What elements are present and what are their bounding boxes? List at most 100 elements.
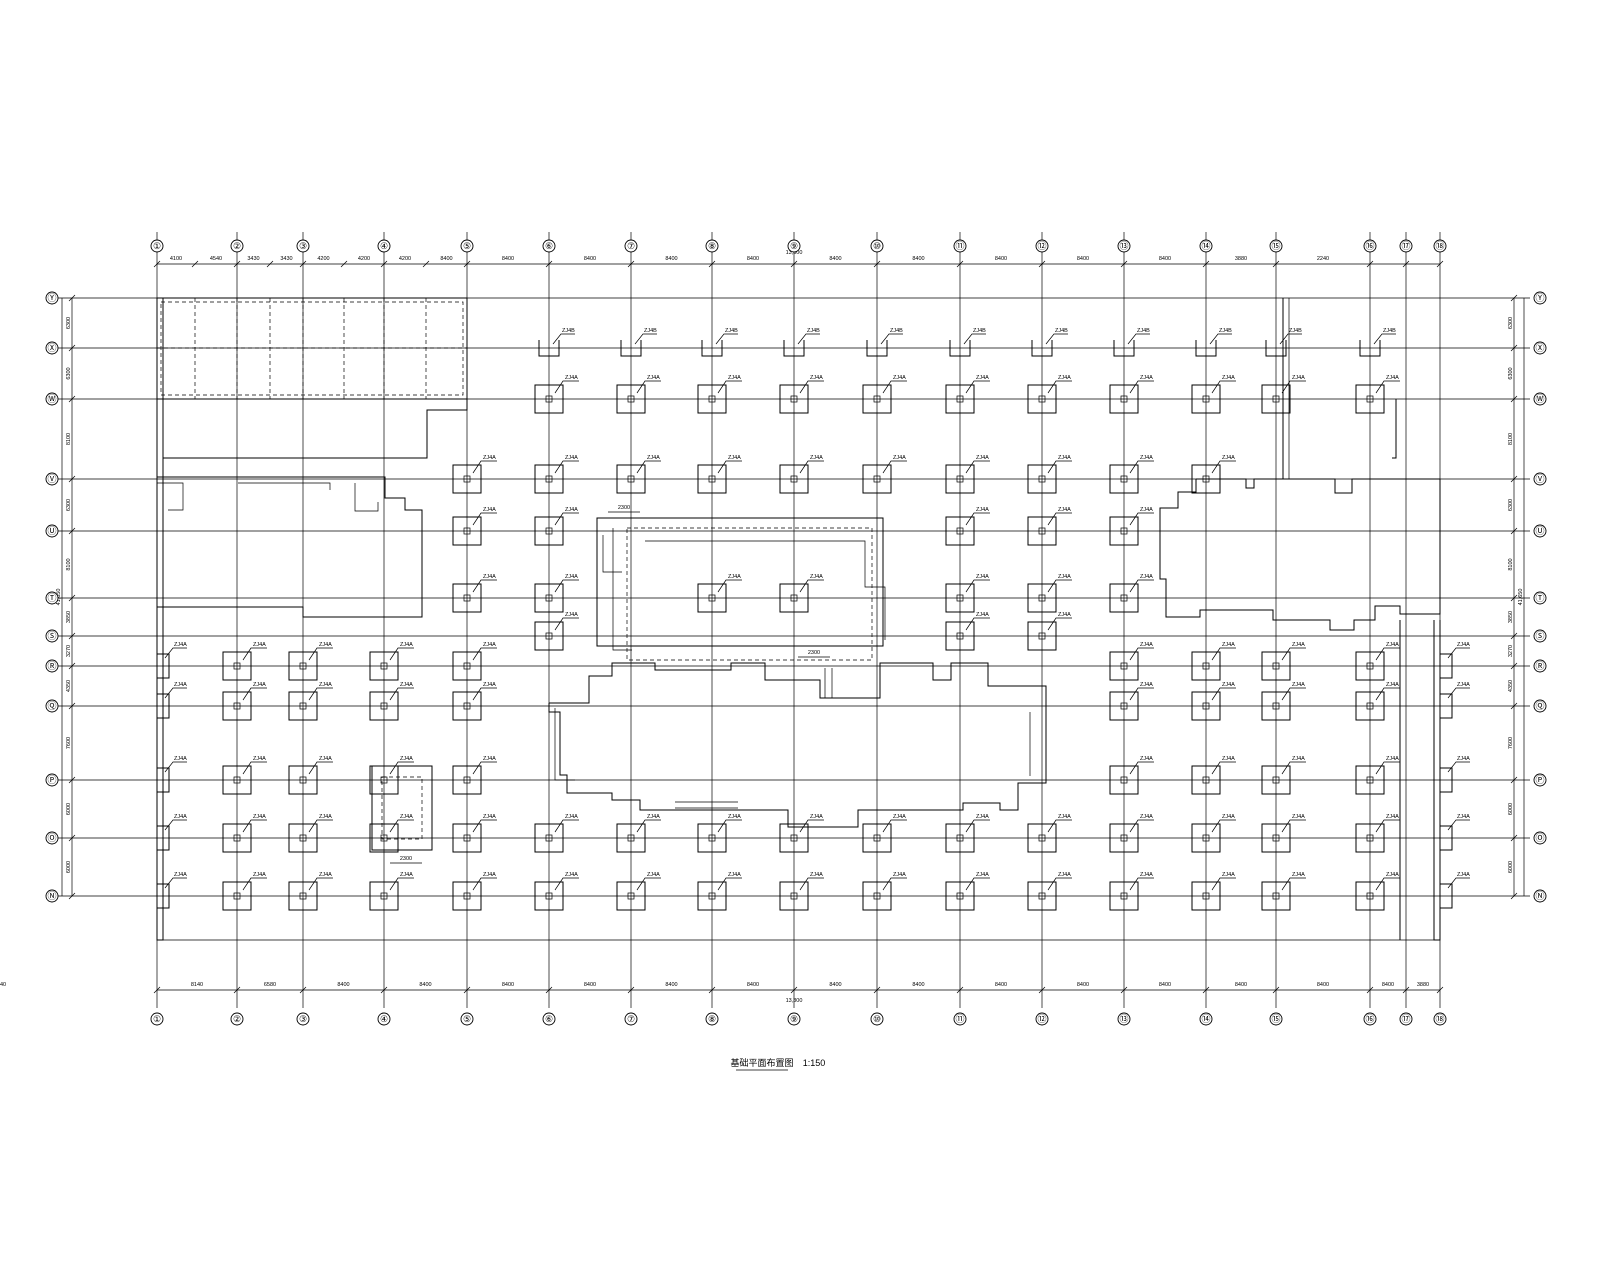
footing: ZJ4A (945, 872, 990, 911)
footing-tag: ZJ4A (1222, 814, 1235, 820)
footing-tag: ZJ4A (976, 574, 989, 580)
footing-tag: ZJ4A (1386, 872, 1399, 878)
dim-text-side: 6000 (66, 861, 72, 873)
footing-tag: ZJ4A (483, 574, 496, 580)
footing-column (708, 834, 716, 842)
footing: ZJ4A (1027, 574, 1072, 613)
axis-bubble-label: Ⓝ (47, 891, 56, 901)
axis-bubble-col: ⑥ (542, 1012, 556, 1026)
footing-tag: ZJ4A (174, 642, 187, 648)
footing-pad (369, 823, 399, 853)
hall-wall (548, 662, 1047, 828)
dim-text-side: 6300 (1508, 499, 1514, 511)
footing-tag: ZJ4A (1140, 507, 1153, 513)
footing: ZJ4A (534, 455, 579, 494)
footing-leader (1447, 761, 1470, 773)
footing: ZJ4A (945, 814, 990, 853)
footing-pad (452, 823, 482, 853)
wall-left-basement (157, 476, 423, 618)
footing-tag: ZJ4A (810, 375, 823, 381)
footing-pad (1191, 881, 1221, 911)
footing-leader (963, 333, 986, 345)
footing-pad (862, 384, 892, 414)
footing-pad (616, 464, 646, 494)
footing-pad (616, 823, 646, 853)
axis-bubble-row: Ⓨ (1533, 291, 1547, 305)
footing-tag: ZJ4B (807, 328, 820, 334)
axis-bubble-circle (787, 239, 801, 253)
dim-tick (1436, 986, 1444, 994)
dim-tick (627, 260, 635, 268)
footing-pad (697, 464, 727, 494)
axis-bubble-label: ⑩ (873, 1014, 881, 1024)
footing-leader (1129, 512, 1154, 526)
footing-column (233, 892, 241, 900)
footing-pad (945, 621, 975, 651)
footing: ZJ4A (222, 682, 267, 721)
footing-pad (1027, 583, 1057, 613)
footing-tag: ZJ4A (728, 574, 741, 580)
axis-bubble-row: Ⓢ (45, 629, 59, 643)
footing-column (1272, 702, 1280, 710)
dim-tick (1272, 260, 1280, 268)
footing-column (956, 892, 964, 900)
dim-tick (790, 986, 798, 994)
footing-tag: ZJ4A (647, 455, 660, 461)
footing-pad (1109, 651, 1139, 681)
footing-pad (1027, 516, 1057, 546)
footing-column (380, 662, 388, 670)
axis-bubble-circle (1117, 1012, 1131, 1026)
footing-column (627, 475, 635, 483)
footing-leader (1211, 460, 1236, 474)
footing-column (545, 892, 553, 900)
footing-tag: ZJ4A (976, 814, 989, 820)
axis-bubble-label: ④ (380, 241, 388, 251)
footing-pad (1355, 823, 1385, 853)
footing-leader (715, 333, 738, 345)
axis-bubble-col: ⑨ (787, 239, 801, 253)
axis-bubble-col: ⑭ (1199, 239, 1213, 253)
dim-text-top: 8400 (440, 256, 452, 262)
footing-pad (1109, 823, 1139, 853)
axis-bubble-label: ⑰ (1401, 1014, 1410, 1024)
axis-bubble-circle (45, 773, 59, 787)
axis-bubble-label: ① (153, 1014, 161, 1024)
footing-pad (1031, 340, 1053, 357)
footing-tag: ZJ4A (1457, 642, 1470, 648)
footing-leader (242, 687, 267, 701)
footing-tag: ZJ4A (728, 375, 741, 381)
footing-pad (697, 384, 727, 414)
footing-tag: ZJ4A (893, 814, 906, 820)
footing-leader (472, 460, 497, 474)
dim-tick (1366, 260, 1374, 268)
footing-edge: ZJ4A (156, 682, 187, 719)
footing-tag: ZJ4A (483, 814, 496, 820)
hall-inner (554, 708, 575, 781)
dim-text-bottom: 8400 (995, 982, 1007, 988)
footing-tag: ZJ4A (1140, 574, 1153, 580)
footing-leader (965, 460, 990, 474)
axis-bubble-col: ⑬ (1117, 239, 1131, 253)
footing-edge: ZJ4A (1439, 682, 1470, 719)
footing-leader (965, 380, 990, 394)
footing-leader (965, 819, 990, 833)
footing: ZJ4A (369, 814, 414, 853)
footing-top: ZJ4B (1195, 328, 1232, 357)
footing-tag: ZJ4B (1383, 328, 1396, 334)
dim-tick (191, 260, 199, 268)
axis-bubble-circle (1363, 1012, 1377, 1026)
footing-column (463, 892, 471, 900)
footing-tag: ZJ4A (1058, 814, 1071, 820)
footing-pad (534, 621, 564, 651)
footing-column (380, 892, 388, 900)
dim-tick (68, 594, 76, 602)
axis-bubble-row: Ⓠ (45, 699, 59, 713)
footing: ZJ4A (697, 814, 742, 853)
footing-edge: ZJ4A (156, 872, 187, 909)
axis-bubble-circle (1533, 392, 1547, 406)
footing-top: ZJ4B (538, 328, 575, 357)
footing-leader (717, 819, 742, 833)
footing-tag: ZJ4A (483, 872, 496, 878)
dim-tick (708, 986, 716, 994)
axis-bubble-circle (705, 1012, 719, 1026)
